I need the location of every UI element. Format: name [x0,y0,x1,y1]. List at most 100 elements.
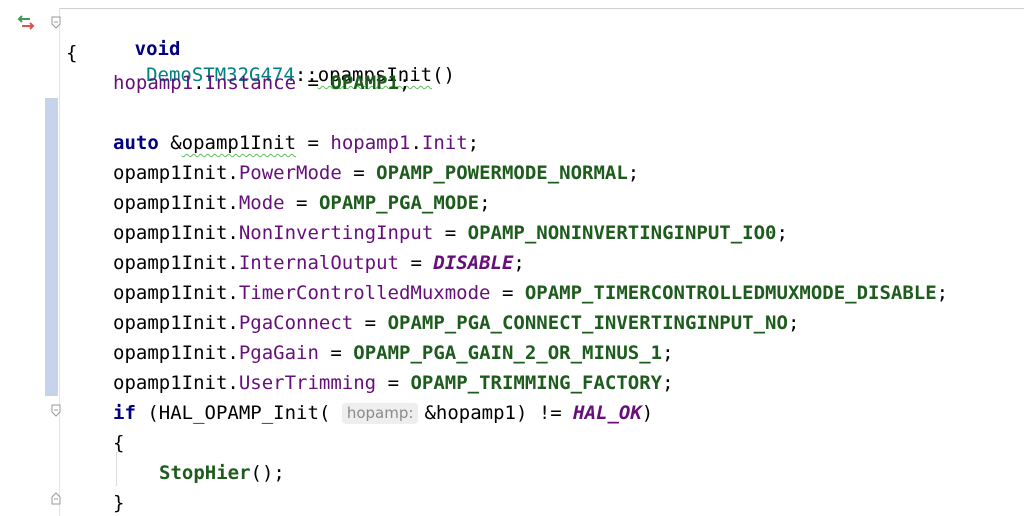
code-line[interactable]: opamp1Init.PgaGain = OPAMP_PGA_GAIN_2_OR… [113,340,674,366]
macro-value: DISABLE [433,252,514,274]
variable-name: opamp1Init [181,132,297,154]
argument: &hopamp1 [424,402,516,424]
field-name: InternalOutput [238,252,399,274]
brace: { [66,42,78,64]
editor-gutter[interactable] [0,0,61,516]
override-method-icon[interactable] [16,14,36,32]
semicolon: ; [513,252,525,274]
code-line[interactable]: opamp1Init.PowerMode = OPAMP_POWERMODE_N… [113,160,639,186]
function-name: StopHier [159,462,251,484]
identifier: opamp1Init [113,342,228,364]
fold-end-marker-icon[interactable] [51,492,61,505]
operator: = [490,282,525,304]
dot: . [410,132,422,154]
identifier: hopamp1 [113,72,194,94]
code-line[interactable]: opamp1Init.UserTrimming = OPAMP_TRIMMING… [113,370,674,396]
dot: . [227,252,239,274]
code-line[interactable]: auto &opamp1Init = hopamp1.Init; [113,130,479,156]
field-name: Mode [238,192,285,214]
code-line[interactable]: opamp1Init.Mode = OPAMP_PGA_MODE; [113,190,491,216]
dot: . [227,222,239,244]
parameter-hint[interactable]: hopamp: [341,403,419,424]
dot: . [227,162,239,184]
field-name: PowerMode [238,162,342,184]
semicolon: ; [479,192,491,214]
operator: = [318,342,354,364]
punctuation: (); [250,462,285,484]
macro-value: OPAMP_TIMERCONTROLLEDMUXMODE_DISABLE [524,282,937,304]
operator: ) != [515,402,574,424]
punctuation: ( [318,402,331,424]
vcs-change-marker[interactable] [45,98,58,396]
code-line[interactable]: opamp1Init.NonInvertingInput = OPAMP_NON… [113,220,788,246]
identifier: opamp1Init [113,222,228,244]
macro-value: OPAMP_PGA_CONNECT_INVERTINGINPUT_NO [387,312,788,334]
identifier: opamp1Init [113,162,228,184]
dot: . [227,342,239,364]
identifier: opamp1Init [113,282,228,304]
fold-marker-icon[interactable] [51,404,61,417]
punctuation: ) [641,402,654,424]
field-name: NonInvertingInput [238,222,434,244]
dot: . [227,372,239,394]
field-name: UserTrimming [238,372,377,394]
operator: & [158,132,182,154]
semicolon: ; [467,132,480,154]
code-line[interactable]: { [113,430,124,456]
semicolon: ; [662,342,674,364]
code-line[interactable]: StopHier(); [159,460,285,486]
operator: = [376,372,411,394]
function-name: opampsInit [317,64,433,86]
macro-value: OPAMP1 [330,72,400,94]
macro-value: OPAMP_NONINVERTINGINPUT_IO0 [467,222,777,244]
keyword: void [134,38,181,60]
code-line[interactable]: hopamp1.Instance = OPAMP1; [113,70,410,96]
semicolon: ; [776,222,788,244]
semicolon: ; [399,72,411,94]
code-line[interactable]: } [113,490,124,516]
semicolon: ; [936,282,949,304]
brace: { [113,432,125,454]
operator: = [296,132,331,154]
macro-value: OPAMP_TRIMMING_FACTORY [410,372,663,394]
code-line[interactable]: opamp1Init.InternalOutput = DISABLE; [113,250,525,276]
editor-top-border [60,8,1024,9]
code-line[interactable]: opamp1Init.PgaConnect = OPAMP_PGA_CONNEC… [113,310,799,336]
indent-guide [116,452,117,486]
dot: . [227,312,239,334]
fold-marker-icon[interactable] [51,16,61,29]
field-name: PgaConnect [238,312,354,334]
dot: . [227,192,239,214]
code-line[interactable]: if (HAL_OPAMP_Init( hopamp:&hopamp1) != … [113,400,653,426]
field-name: Init [421,132,468,154]
operator: = [341,162,377,184]
identifier: opamp1Init [113,372,228,394]
operator: = [433,222,468,244]
field-name: TimerControlledMuxmode [238,282,491,304]
semicolon: ; [662,372,674,394]
macro-value: OPAMP_PGA_GAIN_2_OR_MINUS_1 [353,342,663,364]
operator: = [284,192,319,214]
identifier: opamp1Init [113,252,228,274]
code-line[interactable]: opamp1Init.TimerControlledMuxmode = OPAM… [113,280,948,306]
keyword: auto [113,132,159,154]
macro-value: HAL_OK [573,402,642,424]
code-line[interactable]: { [66,40,77,66]
semicolon: ; [787,312,800,334]
identifier: hopamp1 [330,132,411,154]
macro-value: OPAMP_POWERMODE_NORMAL [376,162,628,184]
macro-value: OPAMP_PGA_MODE [318,192,480,214]
operator: = [296,72,331,94]
operator: = [399,252,434,274]
keyword: if [113,402,136,424]
class-name: DemoSTM32G474 [146,64,295,86]
code-line[interactable]: void DemoSTM32G474::opampsInit() [66,10,455,86]
function-name: HAL_OPAMP_Init [158,402,319,424]
punctuation: () [432,64,455,86]
scope-operator: :: [294,64,318,86]
field-name: PgaGain [238,342,319,364]
dot: . [227,282,239,304]
identifier: opamp1Init [113,312,228,334]
punctuation: ( [135,402,159,424]
